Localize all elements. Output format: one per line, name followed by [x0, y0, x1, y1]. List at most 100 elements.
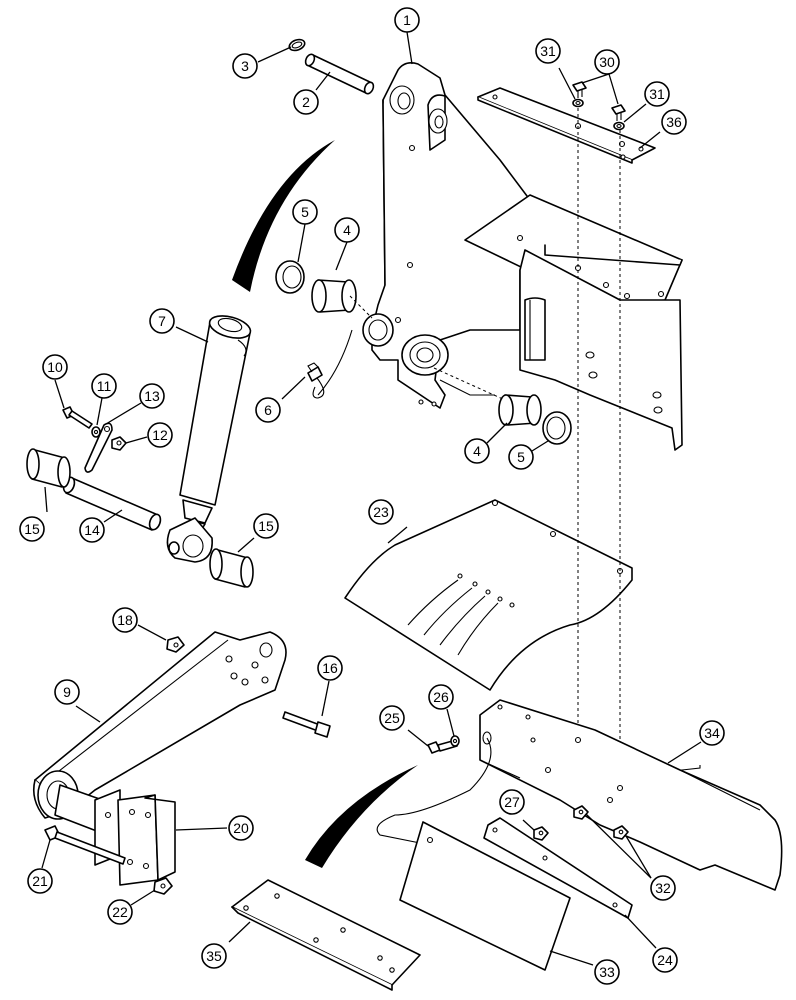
bushing-part-4-upper — [311, 279, 357, 313]
callout-4-upper: 4 — [334, 217, 360, 243]
callout-label: 7 — [158, 313, 166, 329]
callout-7: 7 — [149, 308, 175, 334]
frame-part-34 — [479, 699, 783, 891]
motion-arrow-upper — [232, 140, 335, 292]
callout-label: 25 — [384, 710, 400, 726]
nut-part-27 — [533, 826, 549, 841]
plates-part-20 — [94, 789, 176, 886]
callout-33: 33 — [594, 959, 620, 985]
callout-18: 18 — [112, 607, 138, 633]
callout-label: 30 — [599, 54, 615, 70]
callout-6: 6 — [255, 397, 281, 423]
callout-label: 24 — [657, 952, 673, 968]
callout-label: 6 — [264, 402, 272, 418]
callout-32: 32 — [650, 875, 676, 901]
callout-label: 35 — [206, 948, 222, 964]
pin-part-14 — [62, 476, 162, 531]
callout-5-upper: 5 — [292, 199, 318, 225]
callout-label: 10 — [47, 359, 63, 375]
callout-label: 32 — [655, 880, 671, 896]
callout-label: 15 — [258, 518, 274, 534]
callout-label: 9 — [63, 684, 71, 700]
snap-ring-part-3 — [288, 38, 306, 52]
leader-lines — [41, 31, 702, 966]
callout-15-left: 15 — [19, 516, 45, 542]
callout-14: 14 — [79, 517, 105, 543]
alignment-lines-vertical — [577, 108, 621, 790]
callout-label: 12 — [152, 427, 168, 443]
callout-label: 5 — [301, 204, 309, 220]
callout-30: 30 — [594, 49, 620, 75]
callout-label: 20 — [233, 820, 249, 836]
seal-part-5-lower — [542, 411, 572, 445]
callout-label: 13 — [144, 388, 160, 404]
nut-part-22 — [153, 877, 173, 895]
callout-5-lower: 5 — [508, 444, 534, 470]
callout-label: 4 — [473, 443, 481, 459]
callout-label: 18 — [117, 612, 133, 628]
bolt-part-16 — [282, 711, 331, 738]
frame-channel — [464, 194, 683, 451]
callout-20: 20 — [228, 815, 254, 841]
callout-label: 34 — [704, 725, 720, 741]
callout-22: 22 — [107, 899, 133, 925]
washers-part-31 — [572, 98, 625, 131]
callout-26: 26 — [428, 684, 454, 710]
callout-label: 33 — [599, 964, 615, 980]
nut-part-12 — [111, 436, 127, 451]
callout-12: 12 — [147, 422, 173, 448]
link-part-13 — [84, 422, 113, 473]
bracket-part-35 — [231, 879, 421, 991]
bushing-alignment-lines — [349, 295, 506, 401]
strip-part-24 — [483, 817, 633, 919]
callout-3: 3 — [232, 53, 258, 79]
callout-label: 26 — [433, 689, 449, 705]
bushing-part-15-left — [26, 448, 71, 488]
callout-15-right: 15 — [253, 513, 279, 539]
callout-31-right: 31 — [644, 81, 670, 107]
seal-part-5-upper — [275, 260, 305, 294]
callout-1: 1 — [394, 7, 420, 33]
bushing-part-4-lower — [498, 394, 542, 426]
callout-11: 11 — [91, 373, 117, 399]
bolt-part-10 — [62, 406, 93, 429]
callout-label: 14 — [84, 522, 100, 538]
callout-16: 16 — [317, 655, 343, 681]
callout-4-lower: 4 — [464, 438, 490, 464]
callout-27: 27 — [499, 789, 525, 815]
plate-part-33 — [399, 821, 571, 971]
assembly-line-lower — [376, 737, 492, 846]
callout-label: 11 — [97, 378, 112, 394]
callout-label: 21 — [32, 873, 48, 889]
pivot-bracket-part-1 — [362, 62, 546, 409]
arm-part-9 — [32, 631, 287, 841]
grease-fitting-part-6 — [307, 329, 353, 399]
bolt-part-21 — [44, 825, 126, 865]
pin-part-2 — [304, 53, 375, 95]
washer-part-11 — [91, 426, 101, 438]
callout-label: 3 — [241, 58, 249, 74]
callout-13: 13 — [139, 383, 165, 409]
nuts-part-32 — [573, 805, 629, 840]
shield-part-23 — [344, 499, 633, 691]
callout-24: 24 — [652, 947, 678, 973]
callout-label: 5 — [517, 449, 525, 465]
callout-36: 36 — [661, 109, 687, 135]
callout-label: 1 — [403, 12, 411, 28]
callout-35: 35 — [201, 943, 227, 969]
bushing-part-15-right — [209, 548, 254, 588]
callout-21: 21 — [27, 868, 53, 894]
callout-label: 31 — [649, 86, 665, 102]
callout-label: 16 — [322, 660, 338, 676]
callout-10: 10 — [42, 354, 68, 380]
callout-2: 2 — [293, 89, 319, 115]
washer-part-26 — [450, 735, 460, 747]
callout-label: 23 — [373, 504, 389, 520]
callout-label: 15 — [24, 521, 40, 537]
callout-9: 9 — [54, 679, 80, 705]
callout-23: 23 — [368, 499, 394, 525]
top-plate-part-36 — [477, 87, 656, 164]
callout-31-left: 31 — [535, 38, 561, 64]
callout-label: 2 — [302, 94, 310, 110]
